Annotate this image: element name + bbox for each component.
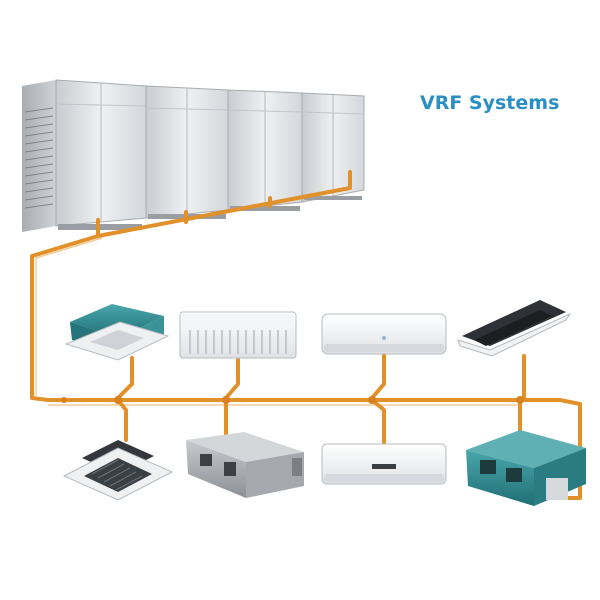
wall-mounted-split-unit-1	[321, 313, 447, 355]
condenser-coil	[24, 107, 54, 209]
ducted-unit	[186, 432, 304, 498]
high-static-duct-teal-unit	[466, 430, 586, 506]
ceiling-cassette-teal-unit	[64, 304, 170, 361]
outdoor-unit-array	[22, 79, 365, 232]
wall-mounted-split-unit-2	[321, 443, 447, 485]
four-way-cassette-unit	[62, 440, 174, 501]
floor-ceiling-unit	[179, 311, 297, 359]
diagram-title: VRF Systems	[420, 92, 560, 114]
one-way-cassette-dark-unit	[457, 300, 572, 357]
